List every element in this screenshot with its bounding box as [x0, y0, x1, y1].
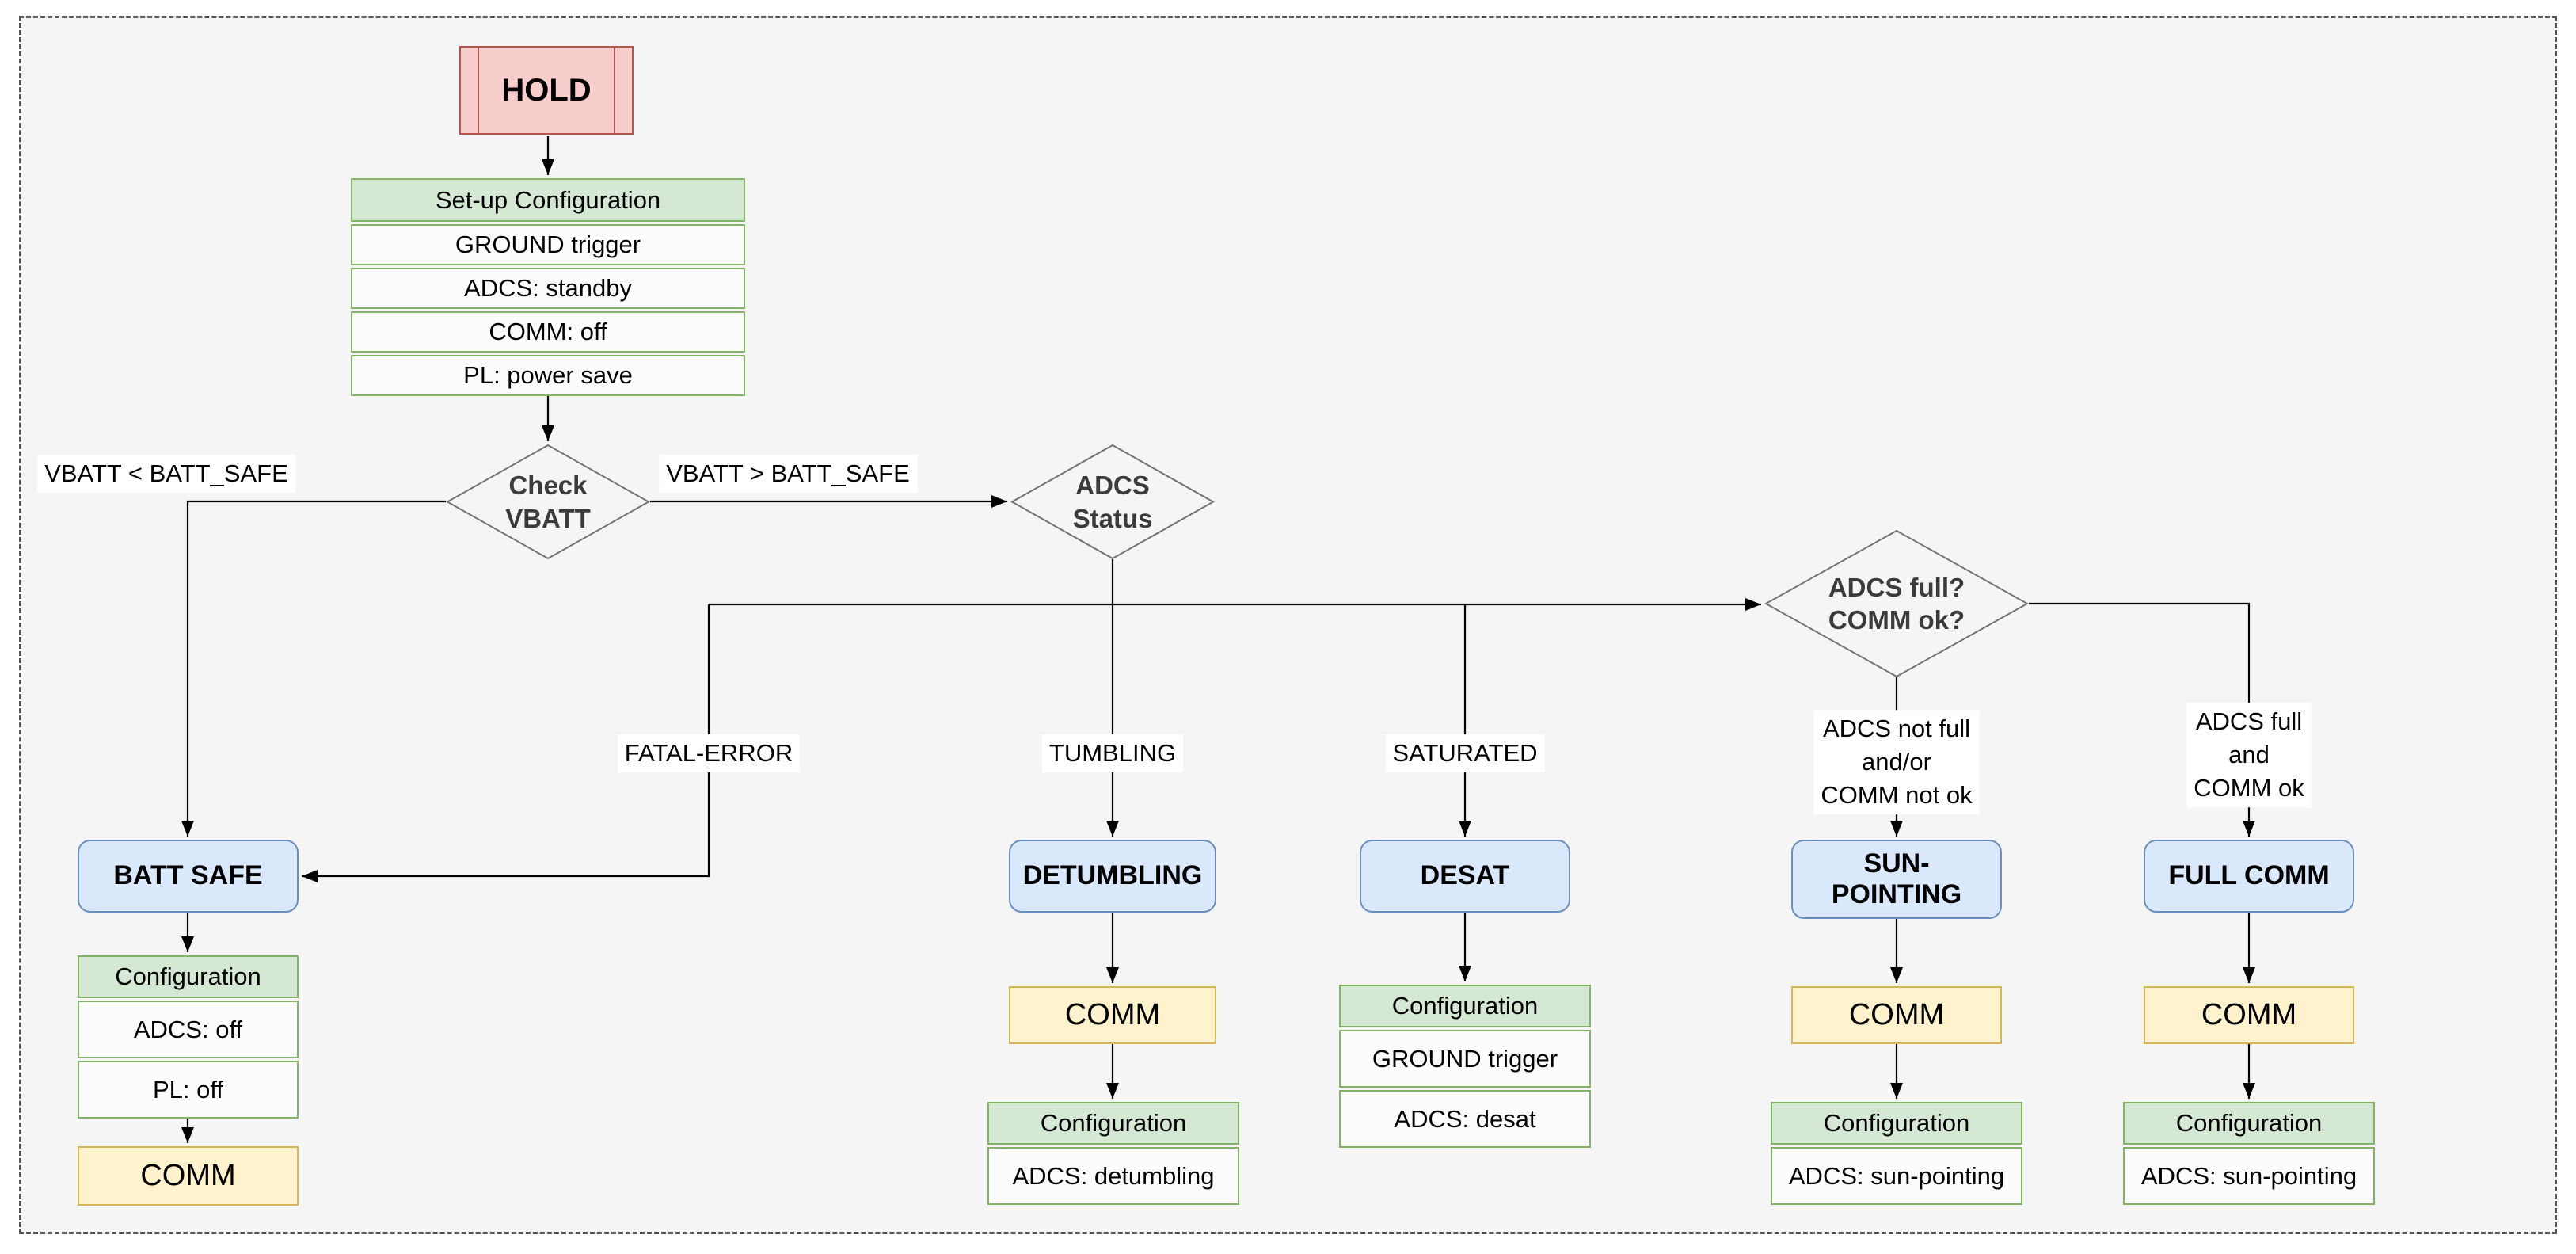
comm-box-full-comm: COMM [2144, 986, 2354, 1044]
edge-label-adcs-full: ADCS full and COMM ok [2186, 703, 2312, 807]
diamond-shape [446, 444, 650, 559]
state-detumbling: DETUMBLING [1009, 840, 1216, 913]
edge-label-vbatt-gt-battsafe: VBATT > BATT_SAFE [659, 455, 917, 493]
diamond-shape [1010, 444, 1215, 559]
comm-box-detumbling: COMM [1009, 986, 1216, 1044]
setup-configuration-table: Set-up Configuration GROUND trigger ADCS… [351, 178, 745, 398]
hold-state-box: HOLD [459, 46, 634, 135]
decision-adcs-status: ADCS Status [1010, 444, 1215, 559]
config-header: Configuration [78, 955, 299, 998]
config-header: Configuration [1339, 985, 1591, 1027]
edge-label-tumbling: TUMBLING [1041, 734, 1184, 772]
decision-adcs-status-label: ADCS Status [1072, 471, 1153, 533]
edge-label-adcs-not-full: ADCS not full and/or COMM not ok [1813, 710, 1980, 814]
config-row: PL: off [78, 1061, 299, 1119]
config-table-sun-pointing: Configuration ADCS: sun-pointing [1771, 1102, 2022, 1207]
setup-table-header: Set-up Configuration [351, 178, 745, 222]
config-table-detumbling: Configuration ADCS: detumbling [987, 1102, 1239, 1207]
config-header: Configuration [1771, 1102, 2022, 1145]
setup-table-row: COMM: off [351, 311, 745, 353]
state-sun-pointing: SUN- POINTING [1791, 840, 2002, 919]
state-full-comm: FULL COMM [2144, 840, 2354, 913]
config-table-full-comm: Configuration ADCS: sun-pointing [2123, 1102, 2375, 1207]
config-row: ADCS: sun-pointing [1771, 1147, 2022, 1205]
comm-box-batt-safe: COMM [78, 1146, 299, 1206]
setup-table-row: PL: power save [351, 355, 745, 396]
config-row: ADCS: off [78, 1001, 299, 1058]
config-row: ADCS: sun-pointing [2123, 1147, 2375, 1205]
diamond-shape [1764, 530, 2029, 677]
config-table-desat: Configuration GROUND trigger ADCS: desat [1339, 985, 1591, 1150]
edge-label-saturated: SATURATED [1385, 734, 1545, 772]
config-table-batt-safe: Configuration ADCS: off PL: off [78, 955, 299, 1121]
state-desat: DESAT [1360, 840, 1570, 913]
config-header: Configuration [987, 1102, 1239, 1145]
setup-table-row: GROUND trigger [351, 224, 745, 265]
state-batt-safe: BATT SAFE [78, 840, 299, 913]
edge-label-vbatt-lt-battsafe: VBATT < BATT_SAFE [37, 455, 295, 493]
hold-label: HOLD [501, 72, 592, 108]
comm-box-sun-pointing: COMM [1791, 986, 2002, 1044]
config-row: ADCS: desat [1339, 1090, 1591, 1148]
setup-table-row: ADCS: standby [351, 268, 745, 309]
config-row: GROUND trigger [1339, 1030, 1591, 1088]
decision-check-vbatt: Check VBATT [446, 444, 650, 559]
decision-check-vbatt-label: Check VBATT [505, 471, 591, 533]
config-row: ADCS: detumbling [987, 1147, 1239, 1205]
decision-adcs-full-comm-ok-label: ADCS full? COMM ok? [1828, 572, 1965, 635]
config-header: Configuration [2123, 1102, 2375, 1145]
decision-adcs-full-comm-ok: ADCS full? COMM ok? [1764, 530, 2029, 677]
edge-label-fatal-error: FATAL-ERROR [617, 734, 801, 772]
